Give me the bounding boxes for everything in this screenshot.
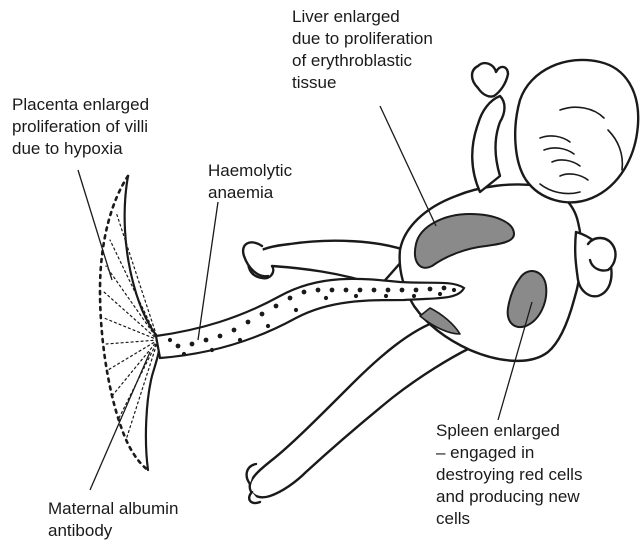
liver-leader (380, 106, 436, 226)
infant-left-foot (243, 242, 268, 276)
maternal-label: Maternal albumin antibody (48, 498, 178, 542)
spleen-label: Spleen enlarged – engaged in destroying … (436, 420, 582, 530)
infant-left-hand (472, 63, 508, 96)
infant-left-arm (472, 96, 504, 192)
infant-right-hand (588, 238, 615, 271)
maternal-leader (90, 352, 150, 490)
placenta-label: Placenta enlarged proliferation of villi… (12, 94, 149, 160)
liver-label: Liver enlarged due to proliferation of e… (292, 6, 433, 94)
infant-head (515, 60, 638, 202)
placenta (100, 176, 160, 470)
placenta-leader (78, 170, 112, 280)
haemolytic-label: Haemolytic anaemia (208, 160, 292, 204)
haemolytic-leader (198, 202, 218, 340)
